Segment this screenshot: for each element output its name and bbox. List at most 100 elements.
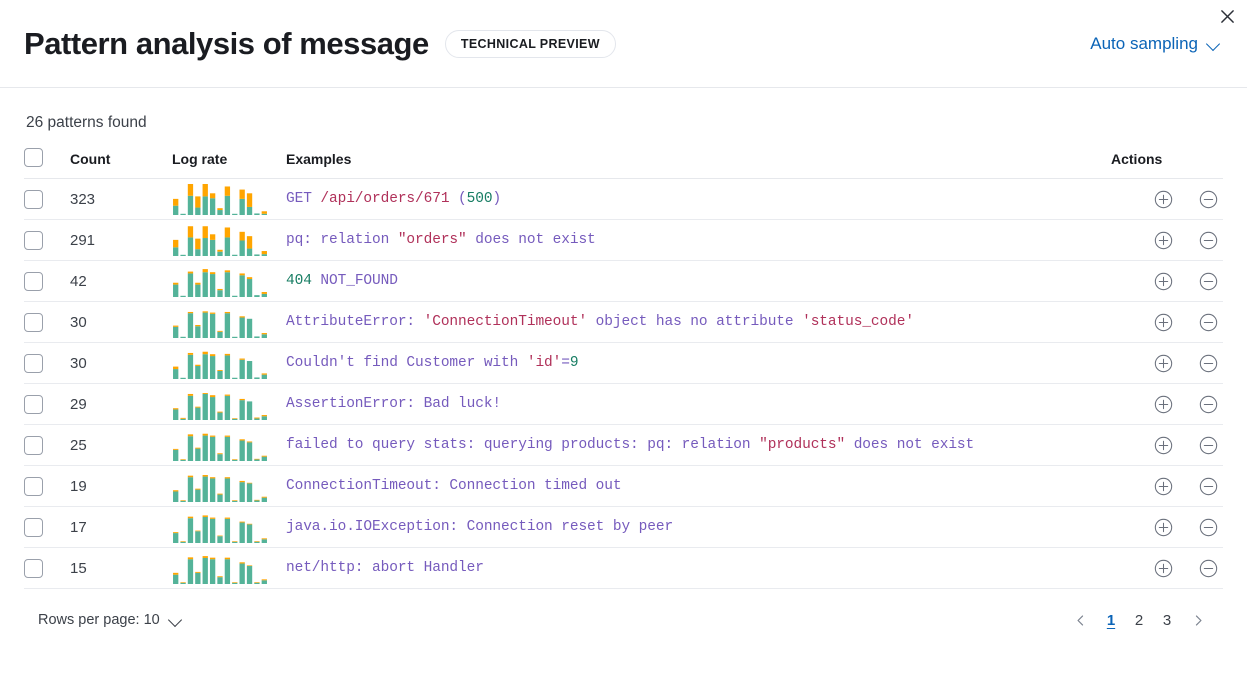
filter-out-value-button[interactable] [1193,430,1223,460]
row-select-cell [24,301,70,343]
row-actions [1111,547,1223,589]
row-log-rate[interactable] [172,506,286,548]
filter-for-value-button[interactable] [1149,389,1179,419]
plus-in-circle-icon [1154,477,1173,495]
table-header-row: Count Log rate Examples Actions [24,148,1223,179]
pagination-page-2[interactable]: 2 [1125,605,1153,635]
log-rate-sparkline [173,474,267,502]
example-token: Couldn't find Customer with [286,355,527,371]
filter-for-value-button[interactable] [1149,307,1179,337]
row-checkbox[interactable] [24,435,43,455]
pagination-page-3[interactable]: 3 [1153,605,1181,635]
log-rate-sparkline [173,351,267,379]
row-example: ConnectionTimeout: Connection timed out [286,465,1111,507]
filter-for-value-button[interactable] [1149,225,1179,255]
row-actions [1111,219,1223,261]
filter-out-value-button[interactable] [1193,266,1223,296]
filter-out-value-button[interactable] [1193,389,1223,419]
select-all-checkbox[interactable] [24,148,43,167]
rows-per-page-button[interactable]: Rows per page: 10 [36,608,185,632]
pattern-analysis-body: 26 patterns found Count Log rate Example… [0,88,1247,635]
row-count: 29 [70,383,172,425]
filter-for-value-button[interactable] [1149,471,1179,501]
row-checkbox[interactable] [24,271,43,291]
row-checkbox[interactable] [24,517,43,537]
row-checkbox[interactable] [24,558,43,578]
row-actions [1111,506,1223,548]
example-token: "orders" [397,232,467,248]
auto-sampling-button[interactable]: Auto sampling [1088,30,1223,58]
filter-out-value-button[interactable] [1193,348,1223,378]
log-rate-sparkline [173,514,267,543]
table-row[interactable]: 19 ConnectionTimeout: Connection timed o… [24,465,1223,507]
close-button[interactable] [1213,2,1241,30]
example-token: does not exist [466,232,596,248]
row-checkbox[interactable] [24,189,43,209]
example-token: does not exist [845,437,975,453]
patterns-found-count: 26 patterns found [26,114,147,131]
example-token: pq: relation [286,232,398,248]
filter-out-value-button[interactable] [1193,225,1223,255]
table-row[interactable]: 42 404 NOT_FOUND [24,260,1223,302]
log-rate-sparkline [173,183,267,215]
row-log-rate[interactable] [172,465,286,507]
table-row[interactable]: 30 AttributeError: 'ConnectionTimeout' o… [24,301,1223,343]
filter-for-value-button[interactable] [1149,430,1179,460]
column-header-count[interactable]: Count [70,148,172,179]
row-log-rate[interactable] [172,301,286,343]
table-row[interactable]: 291 pq: relation "orders" does not exist [24,219,1223,261]
filter-for-value-button[interactable] [1149,512,1179,542]
plus-in-circle-icon [1154,395,1173,413]
row-select-cell [24,383,70,425]
filter-out-value-button[interactable] [1193,184,1223,214]
plus-in-circle-icon [1154,354,1173,372]
row-log-rate[interactable] [172,178,286,220]
row-example: 404 NOT_FOUND [286,260,1111,302]
column-header-examples[interactable]: Examples [286,148,1111,179]
chevron-right-icon [1195,614,1202,626]
table-row[interactable]: 17 java.io.IOException: Connection reset… [24,506,1223,548]
example-token: = [561,355,570,371]
row-count: 42 [70,260,172,302]
pagination-next-button[interactable] [1183,605,1213,635]
rows-per-page-label: Rows per page: 10 [38,612,160,628]
table-row[interactable]: 323 GET /api/orders/671 (500) [24,178,1223,220]
row-actions [1111,465,1223,507]
pagination-previous-button[interactable] [1065,605,1095,635]
row-count: 291 [70,219,172,261]
row-actions [1111,424,1223,466]
row-log-rate[interactable] [172,260,286,302]
log-rate-sparkline [173,555,267,584]
row-checkbox[interactable] [24,312,43,332]
filter-out-value-button[interactable] [1193,553,1223,583]
pagination-page-1[interactable]: 1 [1097,605,1125,635]
row-checkbox[interactable] [24,353,43,373]
row-checkbox[interactable] [24,476,43,496]
filter-out-value-button[interactable] [1193,307,1223,337]
row-log-rate[interactable] [172,219,286,261]
filter-for-value-button[interactable] [1149,348,1179,378]
log-rate-sparkline [173,433,267,461]
filter-out-value-button[interactable] [1193,471,1223,501]
row-log-rate[interactable] [172,383,286,425]
row-count: 17 [70,506,172,548]
filter-out-value-button[interactable] [1193,512,1223,542]
column-header-log-rate[interactable]: Log rate [172,148,286,179]
table-row[interactable]: 25 failed to query stats: querying produ… [24,424,1223,466]
filter-for-value-button[interactable] [1149,553,1179,583]
table-row[interactable]: 30 Couldn't find Customer with 'id'=9 [24,342,1223,384]
row-log-rate[interactable] [172,547,286,589]
table-row[interactable]: 15 net/http: abort Handler [24,547,1223,589]
filter-for-value-button[interactable] [1149,184,1179,214]
row-log-rate[interactable] [172,424,286,466]
auto-sampling-label: Auto sampling [1090,33,1198,53]
log-rate-sparkline [173,310,267,338]
row-checkbox[interactable] [24,230,43,250]
minus-in-circle-icon [1199,313,1217,331]
row-checkbox[interactable] [24,394,43,414]
row-log-rate[interactable] [172,342,286,384]
row-select-cell [24,465,70,507]
filter-for-value-button[interactable] [1149,266,1179,296]
example-token: NOT_FOUND [311,273,398,289]
table-row[interactable]: 29 AssertionError: Bad luck! [24,383,1223,425]
